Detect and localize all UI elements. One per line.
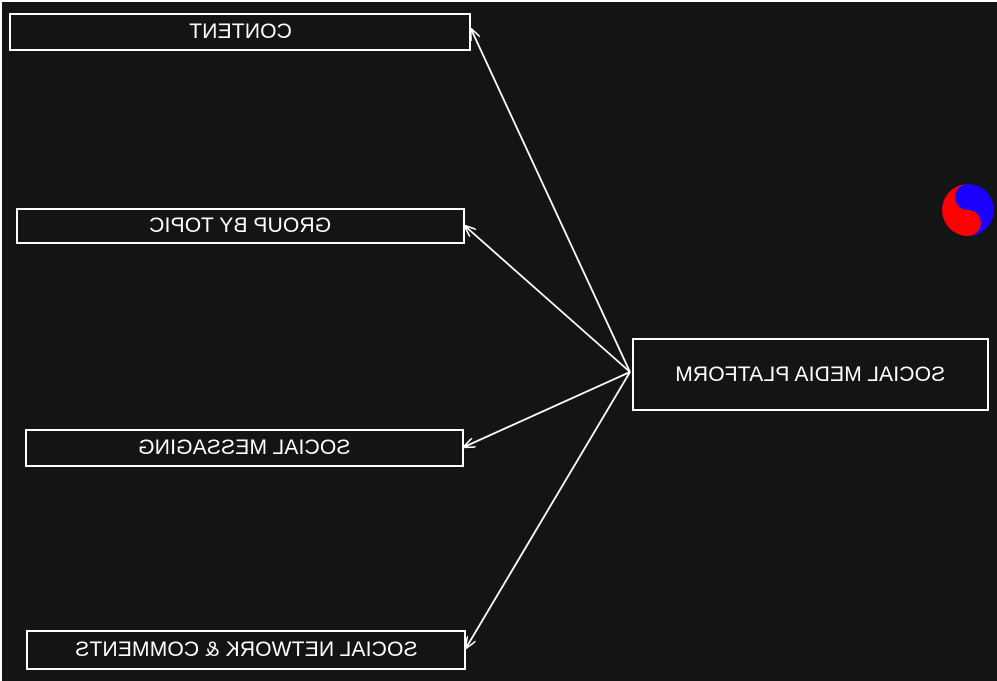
- edge-hub-to-group: [465, 226, 631, 373]
- node-social-messaging-label: SOCIAL MESSAGING: [138, 436, 351, 459]
- node-content-label: CONTENT: [188, 20, 292, 43]
- node-social-media-platform-label: SOCIAL MEDIA PLATFORM: [675, 362, 946, 386]
- node-social-media-platform[interactable]: SOCIAL MEDIA PLATFORM: [632, 338, 989, 411]
- node-social-network-comments[interactable]: SOCIAL NETWORK & COMMENTS: [26, 630, 466, 670]
- node-group-by-topic-label: GROUP BY TOPIC: [149, 214, 332, 237]
- node-content[interactable]: CONTENT: [9, 13, 471, 51]
- node-social-network-comments-label: SOCIAL NETWORK & COMMENTS: [74, 638, 418, 661]
- edge-hub-to-content: [471, 29, 631, 373]
- node-social-messaging[interactable]: SOCIAL MESSAGING: [25, 429, 464, 467]
- edge-hub-to-msg: [464, 371, 631, 447]
- node-group-by-topic[interactable]: GROUP BY TOPIC: [16, 208, 465, 244]
- yin-yang-icon: [942, 184, 994, 236]
- edge-hub-to-network: [466, 371, 631, 648]
